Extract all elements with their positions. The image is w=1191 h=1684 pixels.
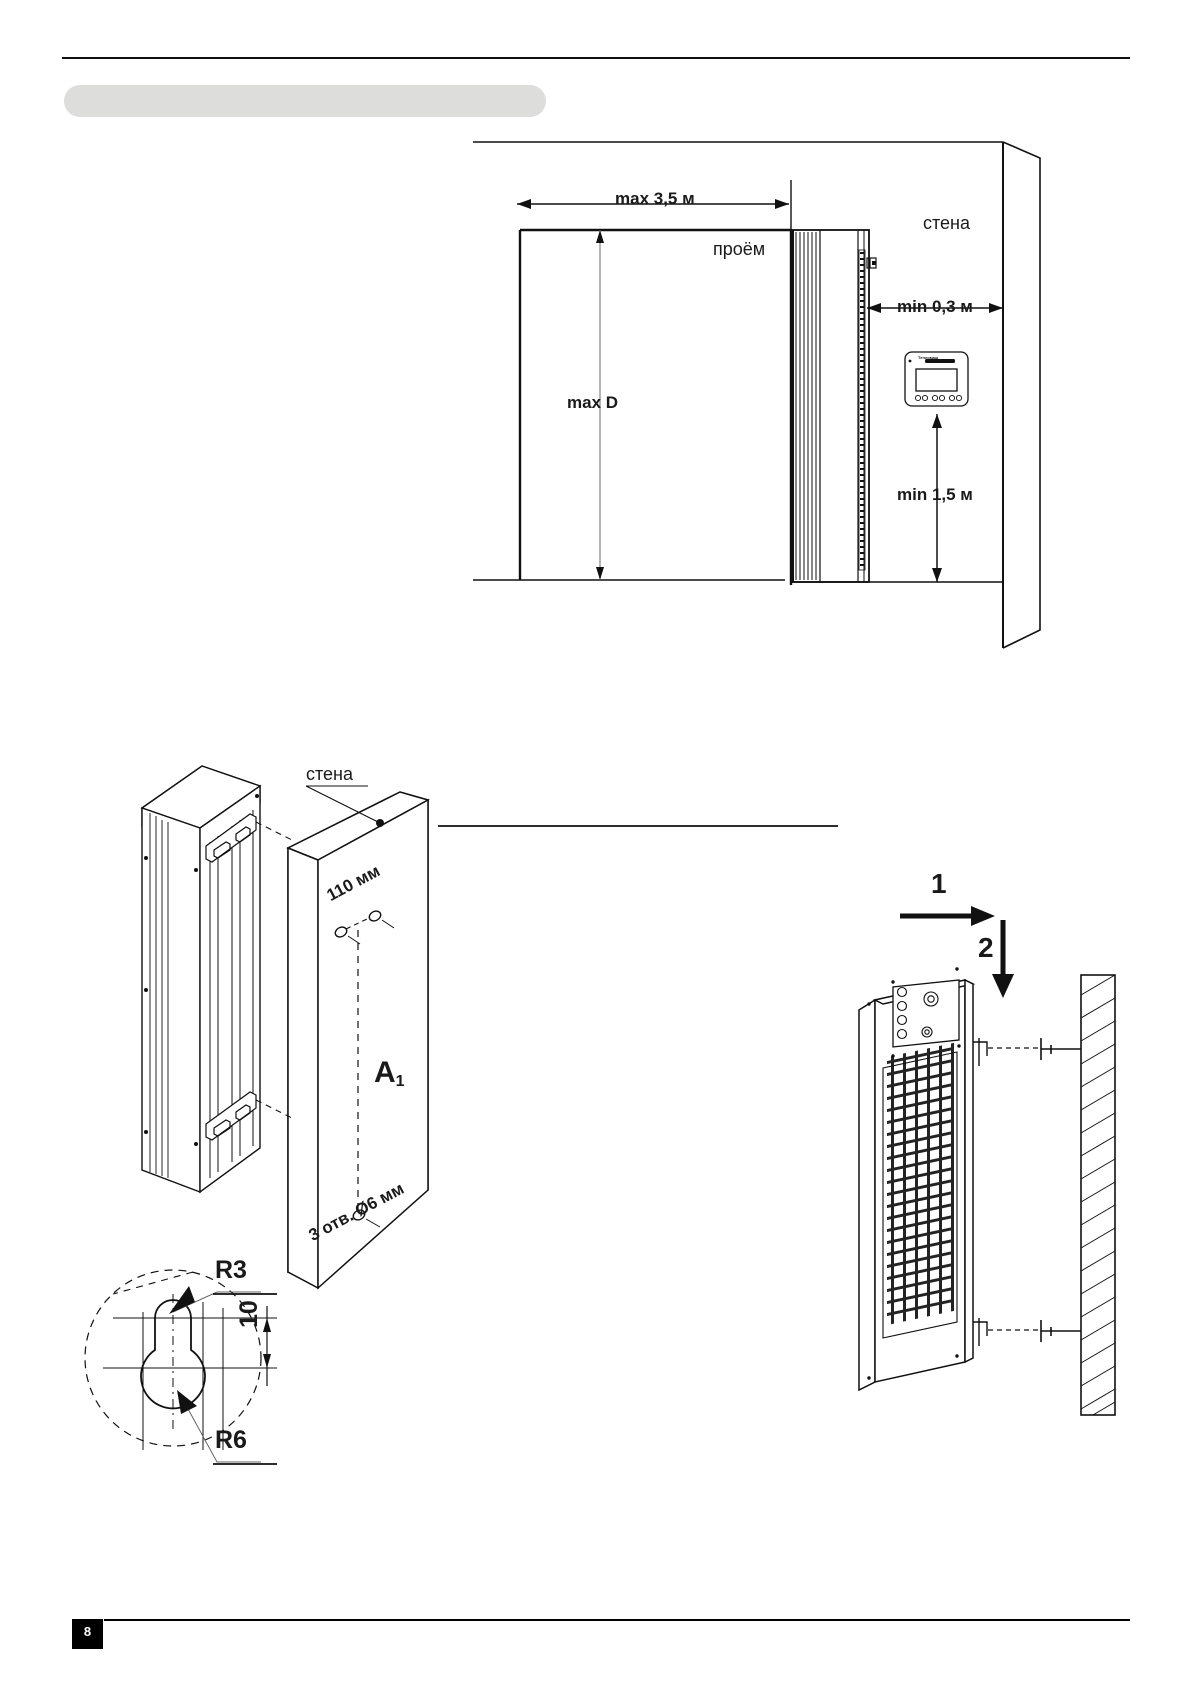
footer-page-number: 8 [83,1624,92,1639]
keyhole-slot-detail: R3 R6 10 [55,1190,355,1510]
unit-mounting-steps-diagram: 1 2 [845,870,1135,1430]
label-min-side-clearance: min 0,3 м [897,297,973,316]
header-rule [62,57,1130,59]
label-upper-radius: R3 [215,1256,247,1284]
label-opening: проём [713,239,766,259]
label-max-width: max 3,5 м [615,189,695,208]
wall-hole-marking-diagram: стена 110 мм A1 3 отв. Ø6 мм [110,740,850,1300]
label-offset: 10 [235,1300,263,1328]
label-wall-marking: стена [306,764,354,784]
installation-clearances-diagram: max 3,5 м max D проём стена min 0,3 м mi… [455,130,1075,660]
footer-page-marker [72,1619,103,1649]
label-max-height: max D [567,393,619,412]
label-lower-radius: R6 [215,1426,247,1454]
footer-rule [104,1619,1130,1621]
label-min-controller-height: min 1,5 м [897,485,973,504]
section-header-bar [64,85,546,117]
label-vertical-dimension: A1 [374,1056,405,1090]
label-step-one: 1 [931,868,947,899]
label-wall: стена [923,213,971,233]
label-step-two: 2 [978,932,994,963]
controller-brand-label: Тепломаш [918,355,939,360]
